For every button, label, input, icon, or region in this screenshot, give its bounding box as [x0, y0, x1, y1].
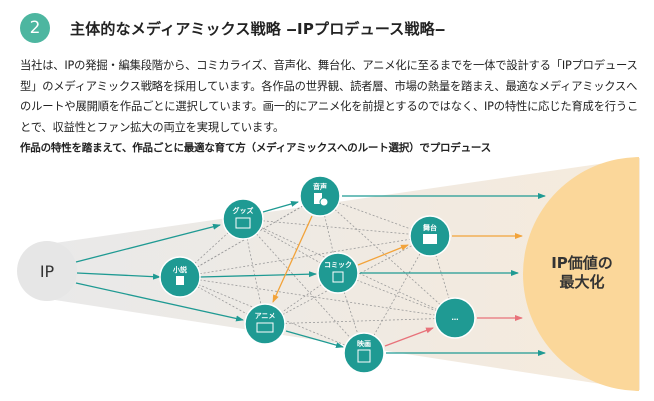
- node-label: 舞台: [423, 223, 437, 232]
- ip-source-circle: [17, 241, 77, 301]
- node-goods: グッズ: [222, 198, 264, 240]
- goal-label-line2: 最大化: [559, 273, 604, 291]
- node-label: 音声: [313, 182, 327, 191]
- node-label: グッズ: [233, 206, 254, 215]
- node-label: …: [452, 314, 459, 322]
- node-label: アニメ: [255, 312, 276, 320]
- node-label: 小説: [172, 265, 187, 274]
- node-label: 映画: [357, 339, 371, 348]
- book-icon: [176, 276, 184, 285]
- comic-page-icon: [332, 271, 344, 283]
- goal-circle: [523, 157, 639, 391]
- node-movie: 映画: [343, 332, 385, 374]
- audio-disc-icon: [314, 193, 329, 207]
- node-stage: 舞台: [409, 215, 451, 257]
- node-more: …: [434, 297, 476, 339]
- shopping-bag-icon: [235, 217, 251, 229]
- section-header: 2 主体的なメディアミックス戦略 ‒IPプロデュース戦略‒: [20, 13, 446, 43]
- diagram-caption: 作品の特性を踏まえて、作品ごとに最適な育て方（メディアミックスへのルート選択）で…: [20, 142, 491, 154]
- section-title: 主体的なメディアミックス戦略 ‒IPプロデュース戦略‒: [70, 19, 446, 38]
- node-label: コミック: [324, 260, 352, 269]
- node-audio: 音声: [299, 175, 341, 217]
- ip-source-label: IP: [40, 262, 55, 281]
- movie-screen-icon: [357, 349, 371, 363]
- stage-curtain-icon: [423, 234, 437, 244]
- body-paragraph: 当社は、IPの発掘・編集段階から、コミカライズ、音声化、舞台化、アニメ化に至るま…: [20, 59, 639, 134]
- film-play-icon: [256, 322, 274, 333]
- section-number-badge: 2: [20, 13, 50, 43]
- node-novel: 小説: [159, 256, 201, 298]
- node-anime: アニメ: [244, 303, 286, 345]
- node-comic: コミック: [317, 252, 359, 294]
- goal-label-line1: IP価値の: [551, 254, 613, 272]
- route-arrows: [75, 193, 546, 356]
